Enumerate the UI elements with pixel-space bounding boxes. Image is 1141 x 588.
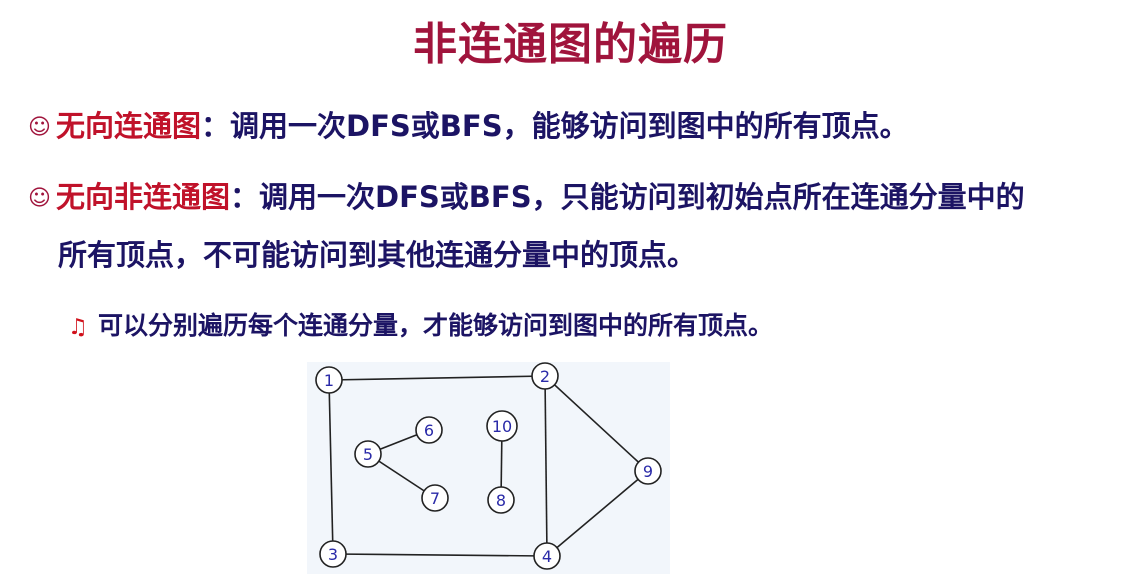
- sub-bullet-text: 可以分别遍历每个连通分量，才能够访问到图中的所有顶点。: [98, 311, 774, 340]
- graph-node-label-9: 9: [643, 462, 653, 481]
- graph-node-label-7: 7: [430, 489, 440, 508]
- graph-node-1: [315, 366, 343, 394]
- graph-node-8: [487, 486, 515, 514]
- bullet-text: ：调用一次DFS或BFS，能够访问到图中的所有顶点。: [201, 109, 909, 143]
- bullet-continuation: 所有顶点，不可能访问到其他连通分量中的顶点。: [58, 238, 697, 272]
- graph-node-label-1: 1: [324, 371, 334, 390]
- bullet-term: 无向非连通图: [56, 180, 231, 214]
- graph-edge-2-4: [544, 375, 548, 557]
- sub-bullet: ♫ 可以分别遍历每个连通分量，才能够访问到图中的所有顶点。: [68, 304, 773, 350]
- slide-title: 非连通图的遍历: [413, 19, 728, 70]
- smiley-icon: ☺: [28, 186, 51, 211]
- graph-node-label-4: 4: [542, 547, 552, 566]
- graph-node-10: [486, 410, 518, 442]
- bullet-disconnected-graph: ☺无向非连通图：调用一次DFS或BFS，只能访问到初始点所在连通分量中的: [28, 172, 1025, 224]
- bullet-connected-graph: ☺无向连通图：调用一次DFS或BFS，能够访问到图中的所有顶点。: [28, 101, 909, 153]
- graph-svg: 1 2 3 4 5 6 7 8 9 10: [315, 362, 662, 570]
- graph-node-5: [354, 440, 382, 468]
- graph-node-4: [533, 542, 561, 570]
- graph-edge-3-4: [332, 553, 548, 557]
- graph-node-6: [415, 416, 443, 444]
- graph-diagram: 1 2 3 4 5 6 7 8 9 10: [307, 362, 670, 574]
- bullet-term: 无向连通图: [56, 109, 202, 143]
- graph-edge-4-9: [546, 470, 649, 557]
- graph-edge-2-9: [544, 375, 649, 472]
- graph-node-7: [421, 484, 449, 512]
- graph-node-label-3: 3: [328, 545, 338, 564]
- graph-edge-1-3: [328, 379, 334, 555]
- graph-node-9: [634, 457, 662, 485]
- music-note-icon: ♫: [68, 315, 88, 340]
- graph-node-label-6: 6: [424, 421, 434, 440]
- graph-node-2: [531, 362, 559, 390]
- graph-node-label-2: 2: [540, 367, 550, 386]
- graph-node-label-10: 10: [492, 417, 512, 436]
- graph-node-label-5: 5: [363, 445, 373, 464]
- graph-node-label-8: 8: [496, 491, 506, 510]
- graph-node-3: [319, 540, 347, 568]
- graph-edge-1-2: [328, 375, 546, 381]
- smiley-icon: ☺: [28, 115, 51, 140]
- bullet-text: ：调用一次DFS或BFS，只能访问到初始点所在连通分量中的: [230, 180, 1025, 214]
